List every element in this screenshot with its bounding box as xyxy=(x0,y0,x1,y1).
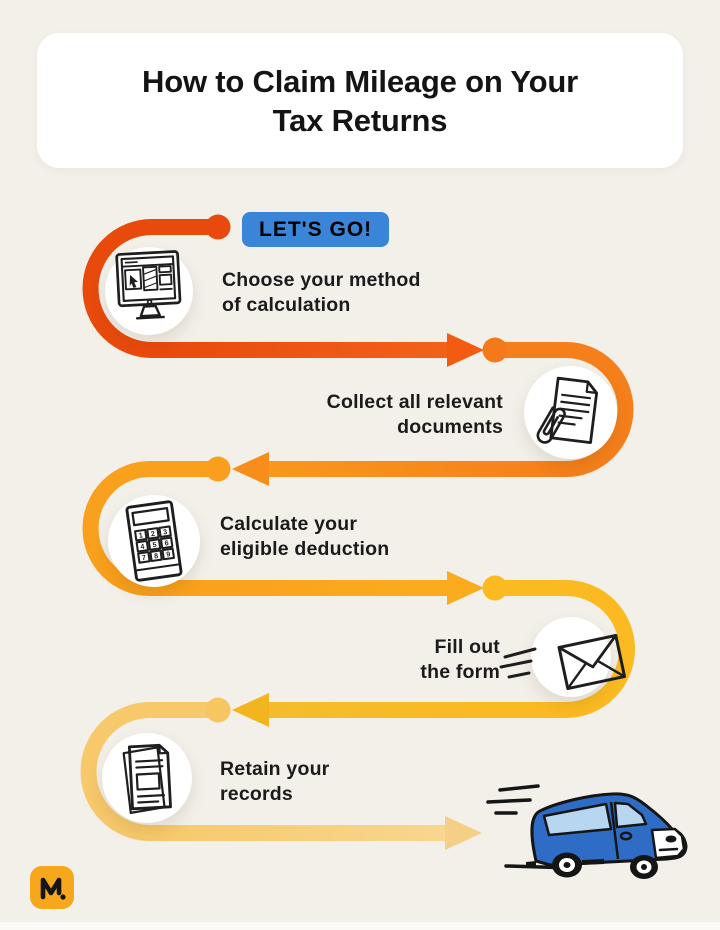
start-badge: LET'S GO! xyxy=(242,212,390,247)
path-segment-3 xyxy=(82,461,452,596)
documents-paperclip-icon xyxy=(536,376,598,444)
car-rear-shadow xyxy=(526,861,536,867)
car-door-line xyxy=(609,801,620,860)
car-headlight xyxy=(665,835,677,843)
car-front-wheel xyxy=(630,855,658,879)
step-5-label-line-1: Retain your xyxy=(220,758,330,780)
step-5-label-line-2: records xyxy=(220,783,293,805)
step-4-label-line-2: the form xyxy=(420,661,500,683)
car-side-window xyxy=(542,802,613,837)
svg-text:9: 9 xyxy=(166,550,171,558)
path-segment-2 xyxy=(264,342,634,477)
step-3-label: Calculate your eligible deduction xyxy=(220,512,389,562)
step-3-label-line-1: Calculate your xyxy=(220,513,358,535)
car-front-window xyxy=(613,801,648,829)
page-title-line-2: Tax Returns xyxy=(272,102,448,138)
start-dot xyxy=(205,214,231,240)
car-front-bumper xyxy=(650,827,686,860)
svg-text:6: 6 xyxy=(164,539,169,547)
path-segment-5 xyxy=(80,702,450,841)
step-1-label-line-2: of calculation xyxy=(222,294,351,316)
car-grille-line xyxy=(658,847,679,852)
footer-strip xyxy=(0,922,720,930)
car-underbody-shadow xyxy=(582,859,604,865)
car-rear-wheel xyxy=(552,852,582,878)
step-2-label: Collect all relevant documents xyxy=(327,390,503,440)
title-card: How to Claim Mileage on Your Tax Returns xyxy=(37,33,683,168)
junction-dot-2 xyxy=(205,456,231,482)
path-segment-1 xyxy=(82,219,452,358)
envelope-icon xyxy=(499,633,627,691)
arrowhead-3 xyxy=(447,571,484,605)
brand-logo-mark xyxy=(40,877,66,900)
step-1-label-line-1: Choose your method xyxy=(222,269,421,291)
records-icon xyxy=(122,743,172,814)
step-1-label: Choose your method of calculation xyxy=(222,268,421,318)
svg-text:5: 5 xyxy=(152,541,157,549)
junction-dot-4 xyxy=(205,697,231,723)
svg-text:1: 1 xyxy=(138,531,143,539)
step-2-circle xyxy=(524,366,617,459)
svg-text:8: 8 xyxy=(154,552,159,560)
step-4-label: Fill out the form xyxy=(420,635,500,685)
step-4-circle xyxy=(499,617,627,697)
step-5-circle xyxy=(102,733,192,823)
car-door-handle xyxy=(619,831,633,841)
svg-text:3: 3 xyxy=(163,528,168,536)
junction-dot-3 xyxy=(482,575,508,601)
svg-text:7: 7 xyxy=(141,554,146,562)
junction-dot-1 xyxy=(482,337,508,363)
step-1-circle xyxy=(105,247,193,335)
path-segment-4 xyxy=(264,580,635,718)
arrowhead-1 xyxy=(447,333,484,367)
step-3-label-line-2: eligible deduction xyxy=(220,538,390,560)
step-2-label-line-1: Collect all relevant xyxy=(326,391,503,413)
step-4-label-line-1: Fill out xyxy=(434,636,500,658)
page-title-line-1: How to Claim Mileage on Your xyxy=(142,63,578,99)
arrowhead-4 xyxy=(232,693,269,727)
brand-logo xyxy=(30,866,74,909)
arrowhead-5 xyxy=(445,816,482,850)
svg-text:2: 2 xyxy=(150,530,155,538)
step-5-label: Retain your records xyxy=(220,757,329,807)
step-2-label-line-2: documents xyxy=(397,416,503,438)
arrowhead-2 xyxy=(232,452,269,486)
svg-text:4: 4 xyxy=(140,543,145,551)
computer-monitor-icon xyxy=(115,250,182,320)
car-illustration xyxy=(486,784,688,879)
